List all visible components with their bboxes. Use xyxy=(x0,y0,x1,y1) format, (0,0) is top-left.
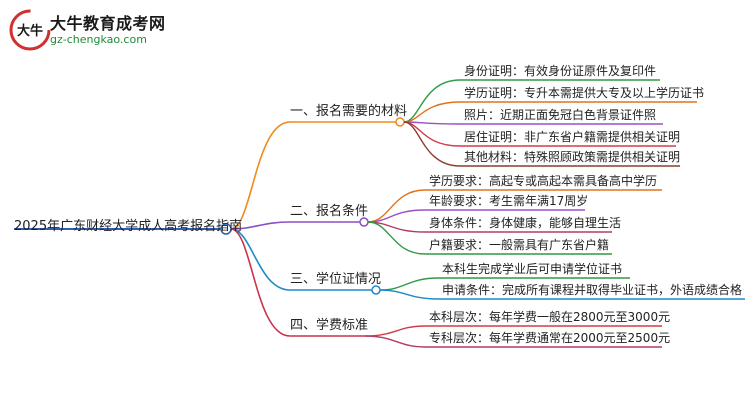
leaf-3-2: 申请条件：完成所有课程并取得毕业证书，外语成绩合格 xyxy=(442,283,743,297)
leaf-connector-1-5 xyxy=(403,121,461,167)
leaf-3-1: 本科生完成学业后可申请学位证书 xyxy=(442,262,623,276)
logo-site-name: 大牛教育成考网 xyxy=(50,14,166,33)
leaf-connector-2-1 xyxy=(367,189,426,223)
connector-branch-2 xyxy=(230,221,291,230)
logo-domain: gz-chengkao.com xyxy=(50,33,147,46)
leaf-1-2: 学历证明：专升本需提供大专及以上学历证书 xyxy=(464,86,705,100)
leaf-2-4: 户籍要求：一般需具有广东省户籍 xyxy=(429,238,610,252)
leaf-2-3: 身体条件：身体健康，能够自理生活 xyxy=(429,216,622,230)
leaf-connector-2-4 xyxy=(367,221,426,255)
leaf-connector-1-1 xyxy=(403,79,461,123)
connector-branch-3 xyxy=(230,228,291,291)
branch-4-title: 四、学费标准 xyxy=(290,318,369,333)
leaf-connector-4-2 xyxy=(364,335,426,348)
leaf-1-3: 照片：近期正面免冠白色背景证件照 xyxy=(464,108,657,122)
connector-branch-4 xyxy=(230,228,291,337)
leaf-1-1: 身份证明：有效身份证原件及复印件 xyxy=(464,64,657,78)
leaf-1-5: 其他材料：特殊照顾政策需提供相关证明 xyxy=(464,150,681,164)
logo-emblem-icon: 大牛 xyxy=(9,9,51,51)
branch-1-node-dot xyxy=(395,117,405,127)
leaf-connector-4-1 xyxy=(364,325,426,337)
branch-3-title: 三、学位证情况 xyxy=(290,272,382,287)
leaf-connector-1-4 xyxy=(403,121,461,147)
branch-2-title: 二、报名条件 xyxy=(290,204,369,219)
leaf-connector-1-3 xyxy=(403,121,461,125)
leaf-4-1: 本科层次：每年学费一般在2800元至3000元 xyxy=(429,310,671,324)
root-topic: 2025年广东财经大学成人高考报名指南 xyxy=(14,219,243,234)
branch-1-title: 一、报名需要的材料 xyxy=(290,104,408,119)
connector-branch-1 xyxy=(230,121,291,230)
leaf-4-2: 专科层次：每年学费通常在2000元至2500元 xyxy=(429,331,671,345)
branch-3-node-dot xyxy=(371,285,381,295)
branch-2-node-dot xyxy=(359,217,369,227)
leaf-connector-1-2 xyxy=(403,101,461,123)
leaf-1-4: 居住证明：非广东省户籍需提供相关证明 xyxy=(464,130,681,144)
svg-text:大牛: 大牛 xyxy=(17,23,43,39)
leaf-2-2: 年龄要求：考生需年满17周岁 xyxy=(429,194,589,208)
leaf-2-1: 学历要求：高起专或高起本需具备高中学历 xyxy=(429,174,658,188)
leaf-connector-3-1 xyxy=(379,277,439,291)
leaf-connector-3-2 xyxy=(379,289,439,300)
